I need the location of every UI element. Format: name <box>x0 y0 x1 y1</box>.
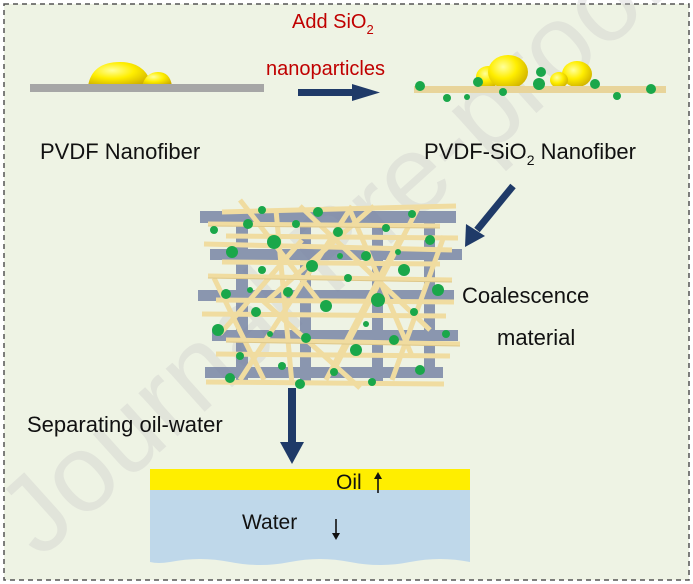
pvdf-nanofiber-illustration <box>30 62 264 92</box>
nanoparticles-label: nanoparticles <box>266 58 385 80</box>
sio2-particles <box>415 67 656 102</box>
material-label: material <box>497 325 575 350</box>
yellow-droplet-small <box>142 72 172 86</box>
coalescence-material-mesh <box>198 198 462 390</box>
mesh-sio2-particles <box>210 206 450 389</box>
diagonal-arrow <box>465 183 516 247</box>
oil-label: Oil <box>336 471 362 494</box>
separating-oil-water-label: Separating oil-water <box>27 412 223 437</box>
coalescence-label: Coalescence <box>462 283 589 308</box>
yellow-droplet <box>88 62 152 86</box>
right-arrow <box>298 84 380 101</box>
gray-fiber <box>30 84 264 92</box>
water-down-arrow-icon <box>332 519 340 540</box>
pvdf-sio2-nanofiber-label: PVDF-SiO2 Nanofiber <box>424 139 636 168</box>
oil-layer <box>150 469 470 490</box>
pvdf-sio2-nanofiber-illustration <box>414 55 666 102</box>
down-arrow <box>280 388 304 464</box>
pvdf-nanofiber-label: PVDF Nanofiber <box>40 139 200 164</box>
water-layer <box>150 490 470 565</box>
add-sio2-label: Add SiO2 <box>292 11 374 37</box>
water-label: Water <box>242 511 297 534</box>
oil-up-arrow-icon <box>374 472 382 493</box>
